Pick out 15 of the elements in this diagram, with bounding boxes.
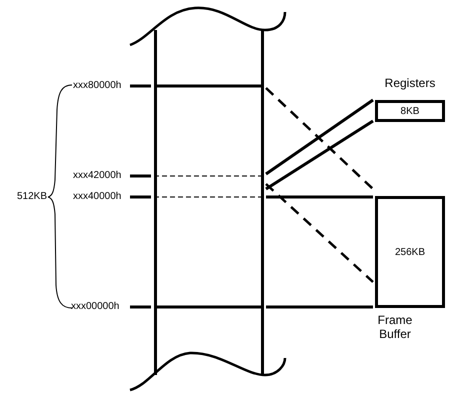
dashed-mapping-line: [265, 87, 374, 190]
region-size: 8KB: [400, 106, 420, 116]
region-title: Registers: [384, 76, 436, 90]
mapping-line: [266, 196, 373, 198]
region-size: 256KB: [394, 246, 426, 258]
mapping-line: [265, 98, 374, 176]
size-label: 512KB: [17, 191, 48, 203]
address-label: xxx00000h: [71, 301, 120, 313]
address-label: xxx80000h: [73, 80, 122, 92]
region-title: Frame Buffer: [376, 313, 414, 341]
address-label: xxx42000h: [73, 170, 122, 182]
mapping-line: [266, 306, 373, 308]
address-label: xxx40000h: [73, 191, 122, 203]
mapping-line: [265, 120, 374, 190]
dashed-mapping-line: [265, 183, 374, 283]
